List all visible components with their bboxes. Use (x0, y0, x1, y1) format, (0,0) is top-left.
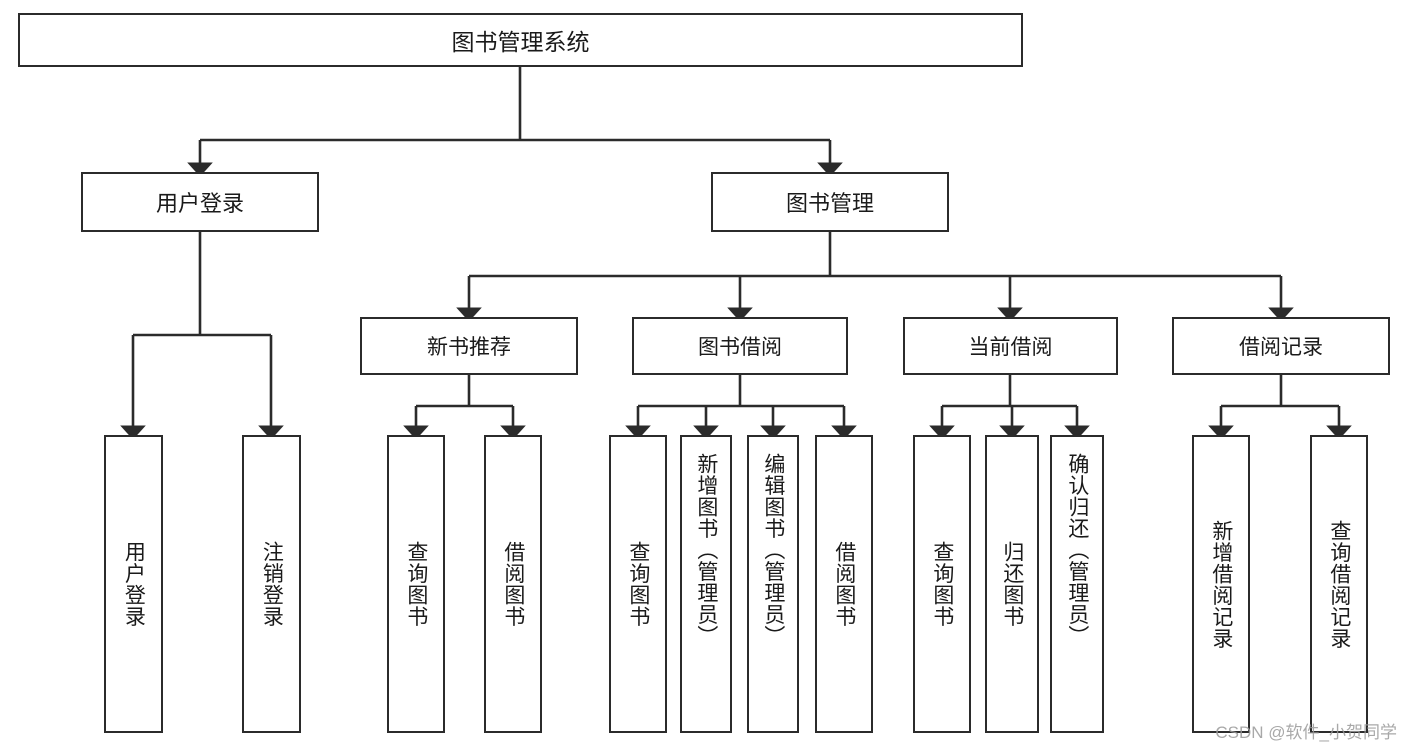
node-label: 借阅图书 (501, 541, 525, 627)
node-label: 图书管理 (785, 191, 874, 216)
node-borrow-book-recommend[interactable]: 借阅图书 (484, 435, 542, 733)
node-return-book[interactable]: 归还图书 (985, 435, 1039, 733)
node-label: 当前借阅 (968, 336, 1053, 359)
node-label: 用户登录 (155, 191, 244, 216)
node-query-borrow-record[interactable]: 查询借阅记录 (1310, 435, 1368, 733)
node-user-login[interactable]: 用户登录 (81, 172, 319, 232)
node-book-borrow[interactable]: 图书借阅 (632, 317, 848, 375)
node-label: 借阅图书 (832, 541, 856, 627)
node-label: 图书借阅 (698, 336, 782, 359)
node-book-management[interactable]: 图书管理 (711, 172, 949, 232)
watermark-csdn: CSDN @软件_小贺同学 (1215, 723, 1397, 742)
node-book-management-system[interactable]: 图书管理系统 (18, 13, 1023, 67)
node-confirm-return-admin[interactable]: 确认归还（管理员） (1050, 435, 1104, 733)
node-label: 新增图书（管理员） (694, 453, 718, 647)
node-label: 查询图书 (626, 541, 650, 627)
node-edit-book-admin[interactable]: 编辑图书（管理员） (747, 435, 799, 733)
node-label: 图书管理系统 (451, 29, 590, 55)
node-query-book-recommend[interactable]: 查询图书 (387, 435, 445, 733)
node-add-book-admin[interactable]: 新增图书（管理员） (680, 435, 732, 733)
node-query-book-current[interactable]: 查询图书 (913, 435, 971, 733)
node-label: 查询借阅记录 (1327, 519, 1351, 649)
node-label: 借阅记录 (1239, 336, 1323, 359)
node-label: 用户登录 (122, 541, 146, 627)
node-label: 查询图书 (930, 541, 954, 627)
node-label: 注销登录 (260, 541, 284, 627)
node-current-borrow[interactable]: 当前借阅 (903, 317, 1118, 375)
node-label: 新书推荐 (427, 336, 511, 359)
node-query-book-borrow[interactable]: 查询图书 (609, 435, 667, 733)
node-label: 编辑图书（管理员） (761, 453, 785, 647)
node-borrow-record[interactable]: 借阅记录 (1172, 317, 1390, 375)
node-label: 归还图书 (1000, 541, 1024, 627)
node-new-book-recommend[interactable]: 新书推荐 (360, 317, 578, 375)
node-logout-action[interactable]: 注销登录 (242, 435, 301, 733)
node-user-login-action[interactable]: 用户登录 (104, 435, 163, 733)
node-add-borrow-record[interactable]: 新增借阅记录 (1192, 435, 1250, 733)
node-label: 确认归还（管理员） (1065, 453, 1089, 647)
node-borrow-book-action[interactable]: 借阅图书 (815, 435, 873, 733)
node-label: 查询图书 (404, 541, 428, 627)
node-label: 新增借阅记录 (1209, 519, 1233, 649)
